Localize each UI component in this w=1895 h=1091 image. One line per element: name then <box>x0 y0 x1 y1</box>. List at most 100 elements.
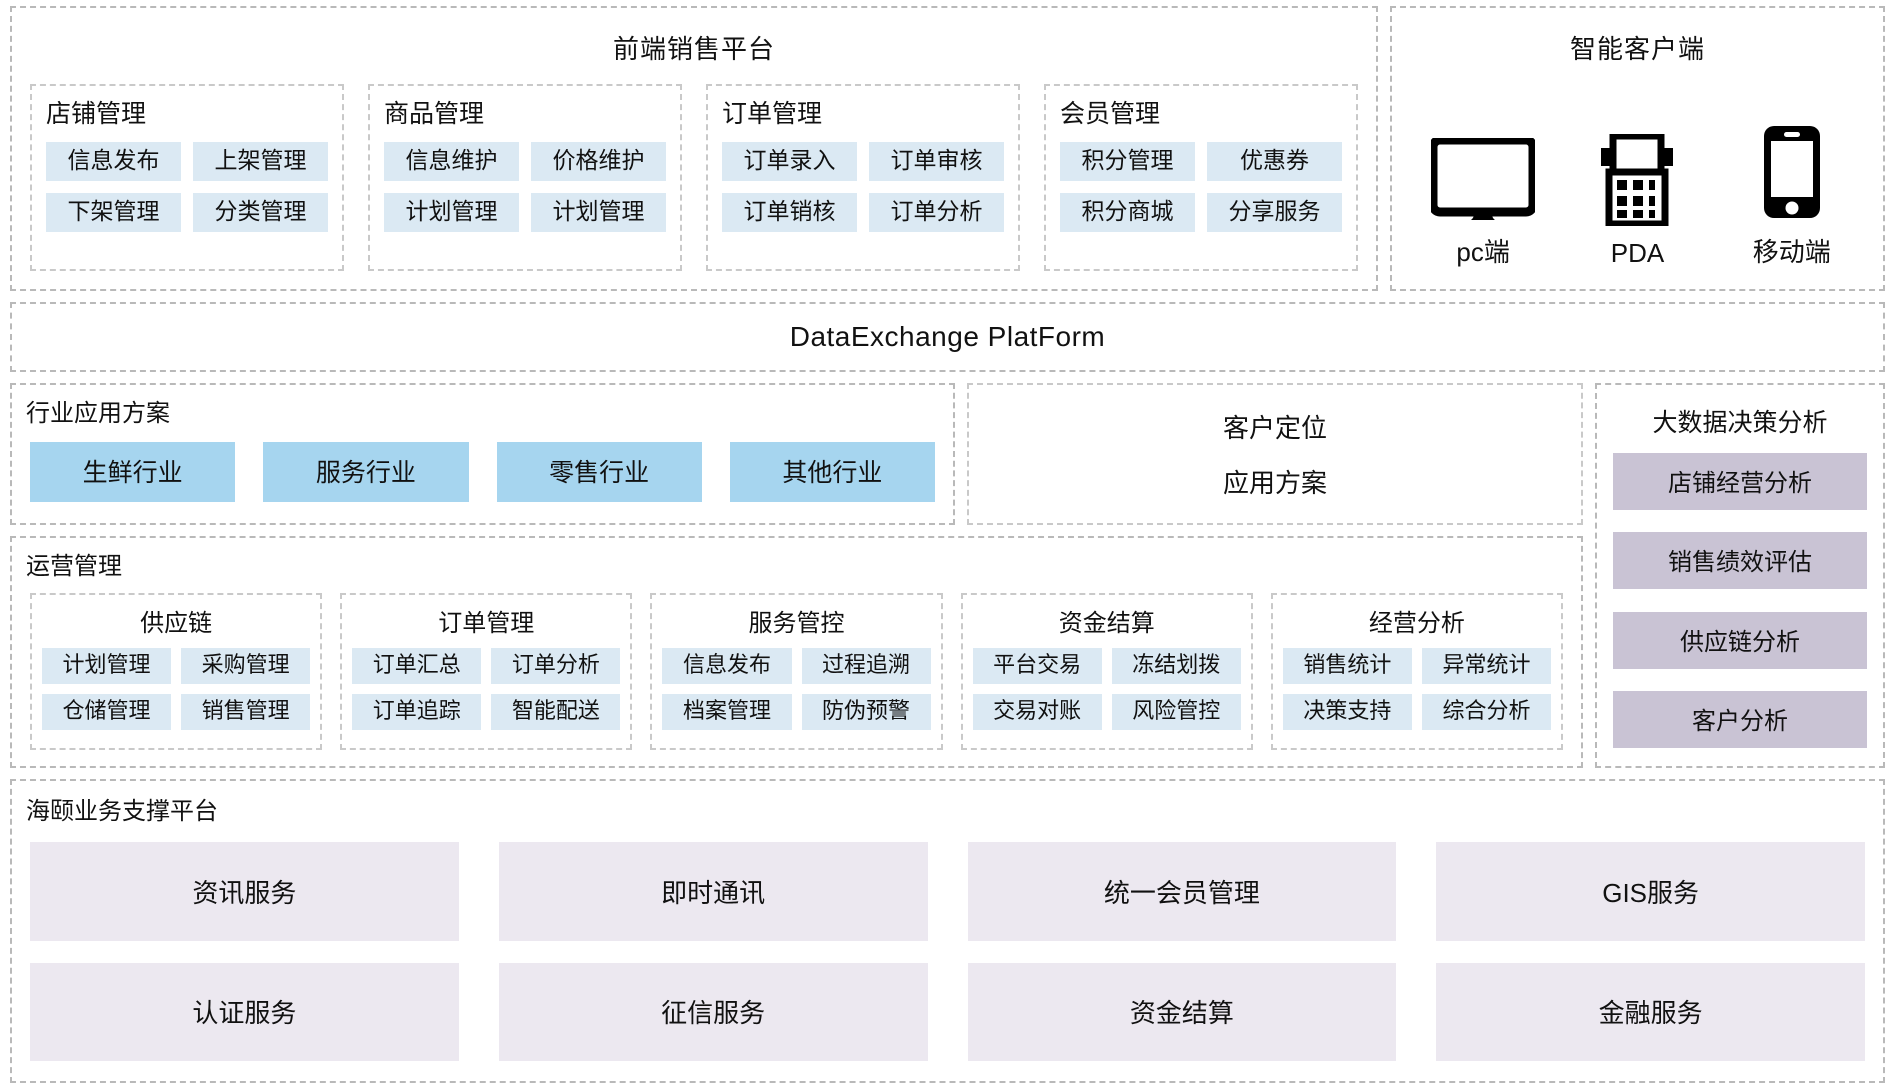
group-items: 信息维护 价格维护 计划管理 计划管理 <box>384 142 666 232</box>
chip-item[interactable]: 决策支持 <box>1282 694 1412 730</box>
support-chip[interactable]: 资金结算 <box>967 962 1397 1061</box>
chip-item[interactable]: 过程追溯 <box>801 648 931 684</box>
industry-solutions-title: 行业应用方案 <box>26 400 170 427</box>
support-chip[interactable]: 资讯服务 <box>30 842 459 941</box>
frontend-sales-platform-panel: 前端销售平台 店铺管理 信息发布 上架管理 下架管理 分类管理 商品管理 信息维… <box>10 6 1378 291</box>
chip-item[interactable]: 信息维护 <box>384 142 519 181</box>
chip-item[interactable]: 积分管理 <box>1060 142 1195 181</box>
chip-item[interactable]: 销售管理 <box>181 694 311 730</box>
industry-chip[interactable]: 生鲜行业 <box>30 441 236 502</box>
group-title: 经营分析 <box>1368 610 1465 637</box>
industry-and-locate-row: 行业应用方案 生鲜行业 服务行业 零售行业 其他行业 客户定位 应用方案 <box>10 383 1583 525</box>
chip-item[interactable]: 分类管理 <box>193 193 328 232</box>
mobile-phone-icon <box>1762 124 1822 220</box>
chip-item[interactable]: 异常统计 <box>1421 648 1552 684</box>
chip-item[interactable]: 仓储管理 <box>42 694 172 730</box>
support-chip[interactable]: 即时通讯 <box>498 842 928 941</box>
bigdata-chip[interactable]: 客户分析 <box>1613 690 1867 748</box>
chip-item[interactable]: 交易对账 <box>972 694 1102 730</box>
business-support-platform-title: 海颐业务支撑平台 <box>26 798 218 825</box>
industry-chip[interactable]: 零售行业 <box>496 441 702 502</box>
support-chip[interactable]: GIS服务 <box>1436 842 1865 941</box>
frontend-platform-title: 前端销售平台 <box>612 34 775 64</box>
chip-item[interactable]: 平台交易 <box>972 648 1102 684</box>
group-title: 资金结算 <box>1058 610 1155 637</box>
chip-item[interactable]: 下架管理 <box>46 193 181 232</box>
bigdata-chip[interactable]: 销售绩效评估 <box>1613 532 1867 590</box>
frontend-groups: 店铺管理 信息发布 上架管理 下架管理 分类管理 商品管理 信息维护 价格维护 … <box>26 84 1362 273</box>
customer-positioning-panel: 客户定位 应用方案 <box>967 383 1583 525</box>
client-pda[interactable]: PDA <box>1562 134 1712 269</box>
group-items: 计划管理 采购管理 仓储管理 销售管理 <box>42 648 311 730</box>
business-support-platform-panel: 海颐业务支撑平台 资讯服务 即时通讯 统一会员管理 GIS服务 认证服务 征信服… <box>10 779 1885 1083</box>
group-title: 供应链 <box>140 610 213 637</box>
chip-item[interactable]: 订单分析 <box>491 648 621 684</box>
chip-item[interactable]: 订单录入 <box>722 142 857 181</box>
operations-management-panel: 运营管理 供应链 计划管理 采购管理 仓储管理 销售管理 订单管理 <box>10 536 1583 768</box>
bigdata-chip[interactable]: 店铺经营分析 <box>1613 453 1867 510</box>
pda-icon <box>1595 134 1679 226</box>
chip-item[interactable]: 订单汇总 <box>352 648 482 684</box>
customer-positioning-line1: 客户定位 <box>1222 413 1327 443</box>
group-items: 信息发布 上架管理 下架管理 分类管理 <box>46 142 328 232</box>
chip-item[interactable]: 订单追踪 <box>352 694 482 730</box>
chip-item[interactable]: 智能配送 <box>491 694 621 730</box>
operations-management-title: 运营管理 <box>26 553 122 580</box>
client-label: PDA <box>1610 238 1665 268</box>
chip-item[interactable]: 信息发布 <box>662 648 792 684</box>
chip-item[interactable]: 信息发布 <box>46 142 181 181</box>
operations-group-supply-chain: 供应链 计划管理 采购管理 仓储管理 销售管理 <box>30 593 323 750</box>
monitor-icon <box>1431 138 1536 220</box>
chip-item[interactable]: 订单分析 <box>869 193 1004 232</box>
group-items: 订单录入 订单审核 订单销核 订单分析 <box>722 142 1004 232</box>
operations-group-service-control: 服务管控 信息发布 过程追溯 档案管理 防伪预警 <box>650 593 943 750</box>
chip-item[interactable]: 计划管理 <box>384 193 519 232</box>
chip-item[interactable]: 优惠券 <box>1207 142 1342 181</box>
client-label: pc端 <box>1456 237 1510 267</box>
chip-item[interactable]: 综合分析 <box>1421 694 1552 730</box>
frontend-group-member-management: 会员管理 积分管理 优惠券 积分商城 分享服务 <box>1044 84 1358 271</box>
chip-item[interactable]: 风险管控 <box>1111 694 1241 730</box>
group-title: 店铺管理 <box>46 100 147 128</box>
chip-item[interactable]: 价格维护 <box>531 142 666 181</box>
frontend-group-order-management: 订单管理 订单录入 订单审核 订单销核 订单分析 <box>706 84 1020 271</box>
support-items: 资讯服务 即时通讯 统一会员管理 GIS服务 认证服务 征信服务 资金结算 金融… <box>26 838 1869 1067</box>
dataexchange-platform-title: DataExchange PlatForm <box>789 321 1106 352</box>
client-pc[interactable]: pc端 <box>1408 138 1558 269</box>
industry-chip[interactable]: 服务行业 <box>263 441 469 502</box>
support-chip[interactable]: 认证服务 <box>30 962 459 1061</box>
operations-group-fund-settlement: 资金结算 平台交易 冻结划拨 交易对账 风险管控 <box>960 593 1253 750</box>
top-row: 前端销售平台 店铺管理 信息发布 上架管理 下架管理 分类管理 商品管理 信息维… <box>10 6 1885 291</box>
smart-client-panel: 智能客户端 pc端 <box>1390 6 1885 291</box>
group-title: 订单管理 <box>438 610 535 637</box>
frontend-group-store-management: 店铺管理 信息发布 上架管理 下架管理 分类管理 <box>30 84 344 271</box>
group-title: 订单管理 <box>722 100 823 128</box>
group-items: 积分管理 优惠券 积分商城 分享服务 <box>1060 142 1342 232</box>
chip-item[interactable]: 冻结划拨 <box>1111 648 1241 684</box>
smart-client-title: 智能客户端 <box>1569 34 1705 64</box>
chip-item[interactable]: 分享服务 <box>1207 193 1342 232</box>
chip-item[interactable]: 积分商城 <box>1060 193 1195 232</box>
chip-item[interactable]: 订单销核 <box>722 193 857 232</box>
support-chip[interactable]: 统一会员管理 <box>967 842 1397 941</box>
operations-group-business-analysis: 经营分析 销售统计 异常统计 决策支持 综合分析 <box>1270 593 1564 750</box>
group-title: 服务管控 <box>748 610 845 637</box>
chip-item[interactable]: 上架管理 <box>193 142 328 181</box>
group-title: 商品管理 <box>384 100 485 128</box>
chip-item[interactable]: 订单审核 <box>869 142 1004 181</box>
chip-item[interactable]: 防伪预警 <box>801 694 931 730</box>
group-items: 订单汇总 订单分析 订单追踪 智能配送 <box>352 648 621 730</box>
chip-item[interactable]: 计划管理 <box>531 193 666 232</box>
bigdata-chip[interactable]: 供应链分析 <box>1613 611 1867 669</box>
support-chip[interactable]: 金融服务 <box>1436 962 1865 1061</box>
industry-chip[interactable]: 其他行业 <box>729 441 935 502</box>
chip-item[interactable]: 计划管理 <box>42 648 172 684</box>
client-mobile[interactable]: 移动端 <box>1717 124 1867 269</box>
chip-item[interactable]: 销售统计 <box>1282 648 1412 684</box>
support-chip[interactable]: 征信服务 <box>498 962 928 1061</box>
chip-item[interactable]: 采购管理 <box>181 648 311 684</box>
dataexchange-platform-band: DataExchange PlatForm <box>10 302 1885 372</box>
group-title: 会员管理 <box>1060 100 1161 128</box>
chip-item[interactable]: 档案管理 <box>662 694 792 730</box>
